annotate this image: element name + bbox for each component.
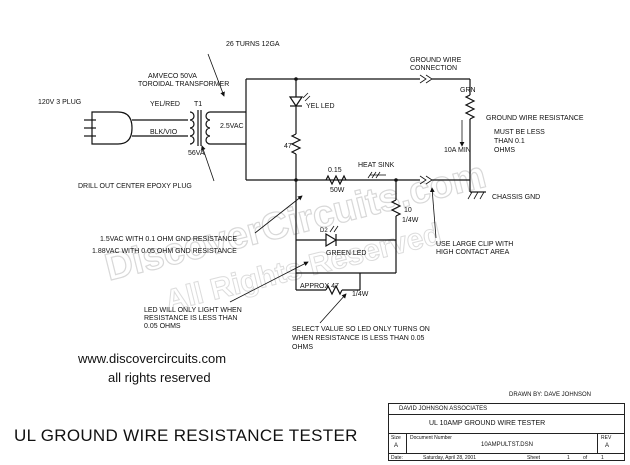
- approx47-power-label: 1/4W: [352, 291, 369, 298]
- tb-sheet: 1: [567, 455, 570, 461]
- r47-label: 47: [284, 143, 292, 150]
- ground-wire-connection-label-1: GROUND WIRE: [410, 57, 462, 64]
- tb-title-row: UL 10AMP GROUND WIRE TESTER: [389, 415, 624, 434]
- approx47-resistor-symbol: [325, 284, 343, 296]
- led-note-1: LED WILL ONLY LIGHT WHEN: [144, 307, 242, 314]
- gwr-label-3: THAN 0.1: [494, 138, 525, 145]
- tb-date: Saturday, April 28, 2001: [423, 455, 476, 461]
- r015-value-label: 0.15: [328, 167, 342, 174]
- led-note-3: 0.05 OHMS: [144, 323, 181, 330]
- turns-label: 26 TURNS 12GA: [226, 41, 280, 48]
- select-note-3: OHMS: [292, 344, 313, 351]
- drawn-by-text: DRAWN BY: DAVE JOHNSON: [509, 392, 592, 398]
- min-current-label: 10A MIN: [444, 147, 471, 154]
- sec-voltage-label: 2.5VAC: [220, 123, 244, 130]
- t1-label: T1: [194, 101, 202, 108]
- tb-doc-label: Document Number: [410, 435, 452, 441]
- tb-size-label: Size: [391, 435, 401, 441]
- gwr-label-2: MUST BE LESS: [494, 129, 545, 136]
- plug-label: 120V 3 PLUG: [38, 99, 81, 106]
- clip-note-1: USE LARGE CLIP WITH: [436, 241, 513, 248]
- tb-doc-row: Size A Document Number 10AMPULTST.DSN RE…: [389, 434, 624, 454]
- ground-wire-connection-label-2: CONNECTION: [410, 65, 457, 72]
- heat-sink-label: HEAT SINK: [358, 162, 395, 169]
- website-text: www.discovercircuits.com: [78, 351, 227, 366]
- r10-value-label: 10: [404, 207, 412, 214]
- tb-company: DAVID JOHNSON ASSOCIATES: [399, 406, 488, 412]
- gwr-label-1: GROUND WIRE RESISTANCE: [486, 115, 584, 122]
- tb-date-label: Date:: [391, 455, 403, 461]
- chassis-ground-symbol: [467, 191, 486, 200]
- tb-date-row: Date: Saturday, April 28, 2001 Sheet 1 o…: [389, 454, 624, 462]
- yel-led-label: YEL LED: [306, 103, 335, 110]
- transformer-type-label: TOROIDAL TRANSFORMER: [138, 81, 229, 88]
- top-connector: [419, 74, 433, 84]
- blk-vio-label: BLK/VIO: [150, 129, 178, 136]
- clip-note-2: HIGH CONTACT AREA: [436, 249, 510, 256]
- r015-power-label: 50W: [330, 187, 345, 194]
- resistance-note-2: 1.88VAC WITH 0.05 OHM GND RESISTANCE: [92, 248, 237, 255]
- tb-of: of: [583, 455, 588, 461]
- gwr-label-4: OHMS: [494, 147, 515, 154]
- rights-text: all rights reserved: [108, 370, 211, 385]
- grn-label: GRN: [460, 87, 476, 94]
- plug-symbol: [84, 111, 188, 145]
- tb-size: A: [394, 443, 399, 449]
- resistance-note-1: 1.5VAC WITH 0.1 OHM GND RESISTANCE: [100, 236, 237, 243]
- chassis-gnd-label: CHASSIS GND: [492, 194, 540, 201]
- tb-sheets: 1: [601, 455, 604, 461]
- led-note-2: RESISTANCE IS LESS THAN: [144, 315, 238, 322]
- tb-rev-label: REV: [601, 435, 612, 441]
- tb-company-row: DAVID JOHNSON ASSOCIATES: [389, 404, 624, 415]
- tb-rev: A: [605, 443, 610, 449]
- select-note-2: WHEN RESISTANCE IS LESS THAN 0.05: [292, 335, 424, 342]
- green-led-label: GREEN LED: [326, 250, 366, 257]
- transformer-model-label: AMVECO 50VA: [148, 73, 197, 80]
- ground-wire-resistance-symbol: [464, 94, 476, 120]
- epoxy-label: DRILL OUT CENTER EPOXY PLUG: [78, 183, 192, 190]
- d2-label: D2: [320, 228, 328, 234]
- r10-power-label: 1/4W: [402, 217, 419, 224]
- tb-sheet-label: Sheet: [527, 455, 541, 461]
- title-block: DAVID JOHNSON ASSOCIATES UL 10AMP GROUND…: [388, 403, 625, 461]
- r015-symbol: [325, 174, 347, 186]
- va-label: 56VA: [188, 150, 205, 157]
- select-note-1: SELECT VALUE SO LED ONLY TURNS ON: [292, 326, 430, 333]
- transformer-t1: [189, 110, 246, 146]
- yel-red-label: YEL/RED: [150, 101, 180, 108]
- approx47-label: APPROX 47: [300, 283, 339, 290]
- r10-symbol: [390, 199, 402, 217]
- tb-doc-number: 10AMPULTST.DSN: [481, 442, 533, 448]
- tb-drawing-title: UL 10AMP GROUND WIRE TESTER: [429, 420, 546, 427]
- page-title: UL GROUND WIRE RESISTANCE TESTER: [14, 426, 358, 445]
- r47-symbol: [290, 133, 302, 155]
